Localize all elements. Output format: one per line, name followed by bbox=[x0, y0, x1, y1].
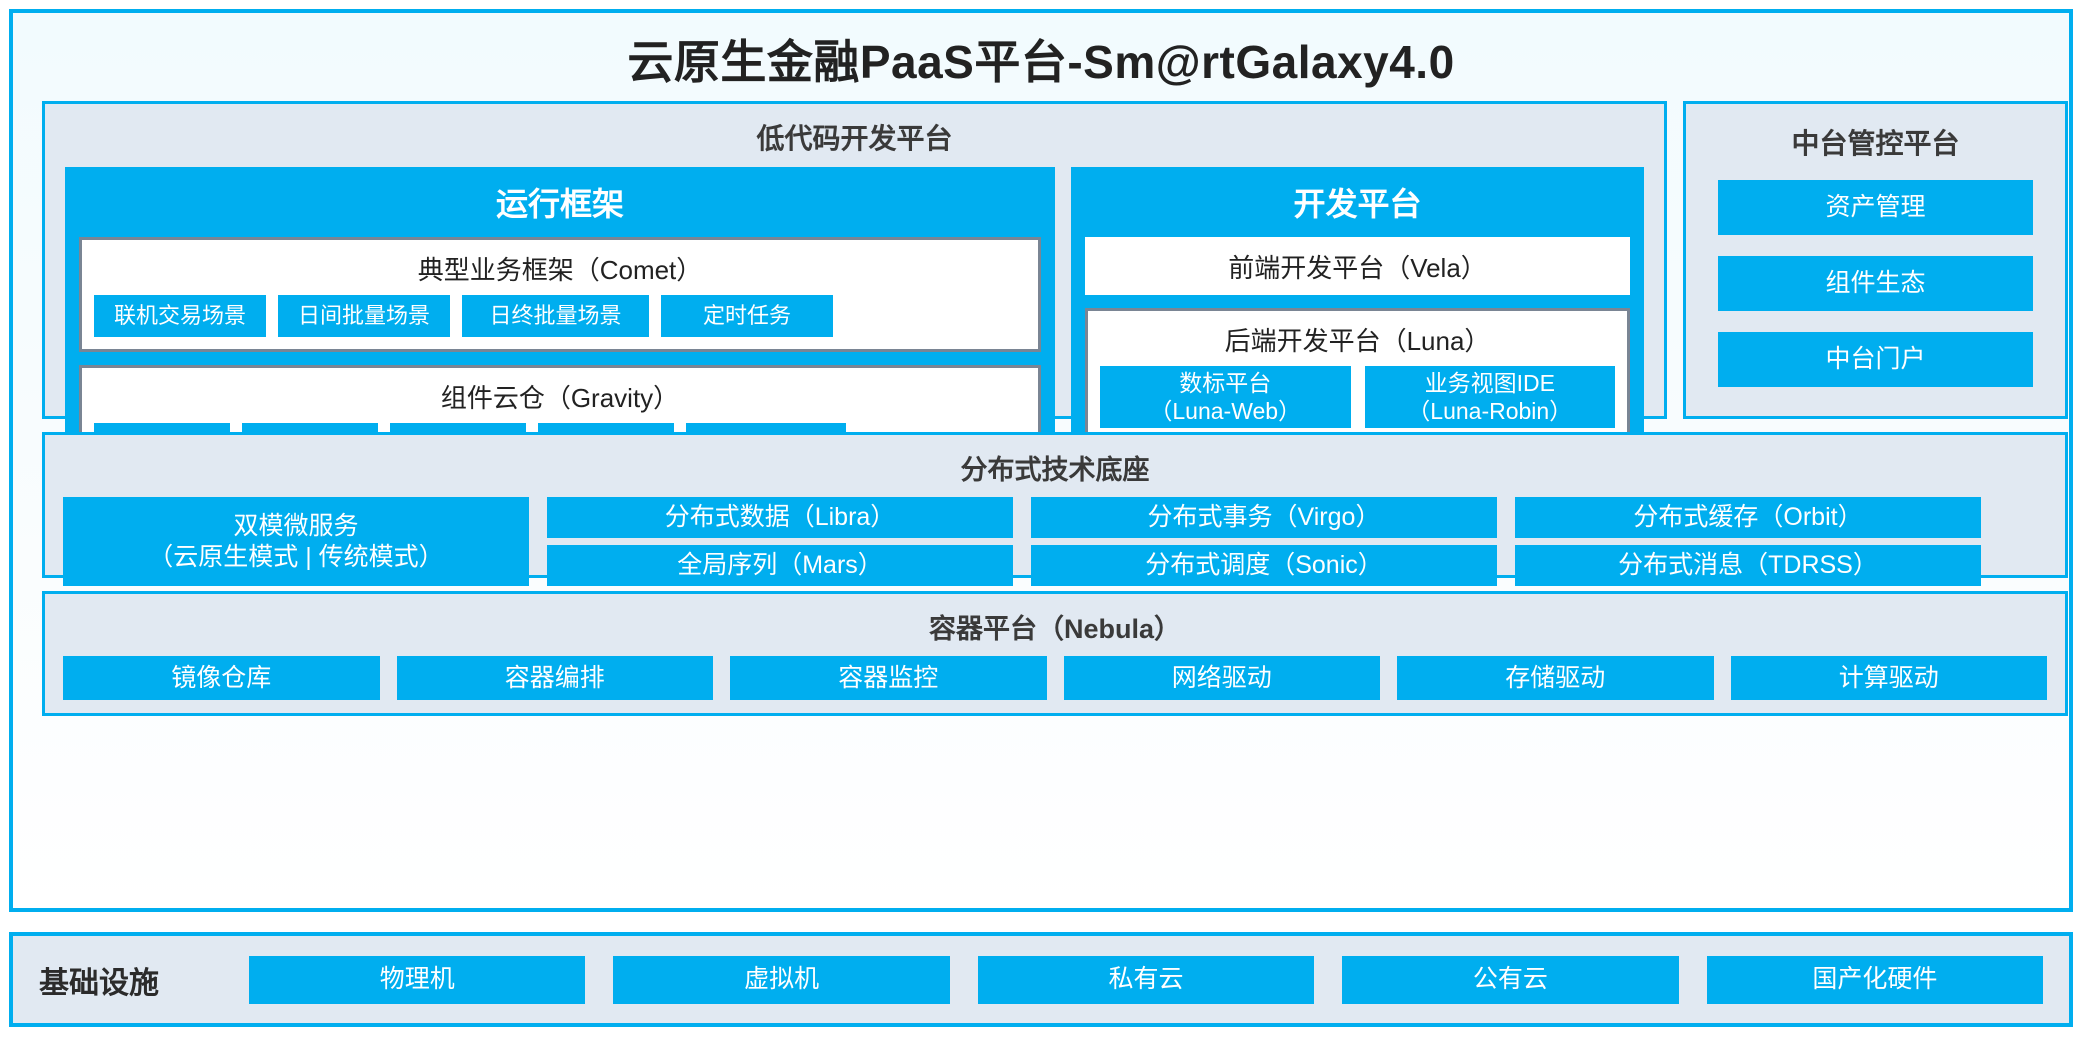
comet-title: 典型业务框架（Comet） bbox=[417, 255, 703, 285]
comet-item[interactable]: 联机交易场景 bbox=[94, 295, 266, 337]
infrastructure-item-public-cloud[interactable]: 公有云 bbox=[1342, 955, 1679, 1004]
infrastructure-item-physical-machine[interactable]: 物理机 bbox=[249, 955, 586, 1004]
container-item-orchestration[interactable]: 容器编排 bbox=[396, 656, 713, 700]
runtime-framework-title: 运行框架 bbox=[495, 186, 624, 222]
container-item-storage-driver[interactable]: 存储驱动 bbox=[1397, 656, 1714, 700]
frontend-platform-card[interactable]: 前端开发平台（Vela） bbox=[1085, 237, 1630, 295]
comet-items: 联机交易场景 日间批量场景 日终批量场景 定时任务 bbox=[82, 295, 1038, 349]
foundation-col-3: 分布式缓存（Orbit） 分布式消息（TDRSS） bbox=[1515, 497, 1981, 586]
foundation-col-microservice: 双模微服务 （云原生模式 | 传统模式） bbox=[63, 497, 529, 586]
infrastructure-label: 基础设施 bbox=[39, 966, 159, 1000]
comet-item[interactable]: 定时任务 bbox=[661, 295, 833, 337]
foundation-item-tdrss[interactable]: 分布式消息（TDRSS） bbox=[1515, 545, 1981, 586]
backend-platform-title: 后端开发平台（Luna） bbox=[1224, 326, 1491, 356]
platform-card: 云原生金融PaaS平台-Sm@rtGalaxy4.0 低代码开发平台 运行框架 … bbox=[9, 9, 2073, 912]
dev-platform-title: 开发平台 bbox=[1293, 186, 1422, 222]
container-platform-panel: 容器平台（Nebula） 镜像仓库 容器编排 容器监控 网络驱动 存储驱动 计算… bbox=[42, 591, 2068, 716]
infrastructure-panel: 基础设施 物理机 虚拟机 私有云 公有云 国产化硬件 bbox=[9, 932, 2073, 1027]
lowcode-platform-panel: 低代码开发平台 运行框架 典型业务框架（Comet） 联机交易场景 日间批量场景… bbox=[42, 101, 1667, 496]
container-item-monitoring[interactable]: 容器监控 bbox=[730, 656, 1047, 700]
gravity-title: 组件云仓（Gravity） bbox=[440, 383, 680, 413]
container-item-image-registry[interactable]: 镜像仓库 bbox=[63, 656, 380, 700]
foundation-item-virgo[interactable]: 分布式事务（Virgo） bbox=[1031, 497, 1497, 538]
backend-item-luna-robin[interactable]: 业务视图IDE （Luna-Robin） bbox=[1364, 366, 1615, 428]
backend-item-luna-web[interactable]: 数标平台 （Luna-Web） bbox=[1100, 366, 1351, 428]
page-title: 云原生金融PaaS平台-Sm@rtGalaxy4.0 bbox=[627, 36, 1455, 88]
control-platform-items: 资产管理 组件生态 中台门户 bbox=[1686, 172, 2065, 387]
container-item-compute-driver[interactable]: 计算驱动 bbox=[1730, 656, 2047, 700]
container-platform-items: 镜像仓库 容器编排 容器监控 网络驱动 存储驱动 计算驱动 bbox=[45, 656, 2065, 714]
container-platform-title: 容器平台（Nebula） bbox=[928, 614, 1182, 644]
lowcode-platform-title: 低代码开发平台 bbox=[756, 123, 953, 154]
comet-item[interactable]: 日间批量场景 bbox=[278, 295, 450, 337]
infrastructure-item-domestic-hardware[interactable]: 国产化硬件 bbox=[1706, 955, 2044, 1004]
backend-platform-card: 后端开发平台（Luna） 数标平台 （Luna-Web） 业务视图IDE （Lu… bbox=[1085, 308, 1630, 443]
infrastructure-items: 物理机 虚拟机 私有云 公有云 国产化硬件 bbox=[249, 955, 2044, 1004]
control-item-portal[interactable]: 中台门户 bbox=[1718, 332, 2033, 387]
distributed-foundation-title: 分布式技术底座 bbox=[960, 455, 1150, 485]
control-platform-title: 中台管控平台 bbox=[1791, 128, 1960, 159]
foundation-item-mars[interactable]: 全局序列（Mars） bbox=[547, 545, 1013, 586]
distributed-foundation-panel: 分布式技术底座 双模微服务 （云原生模式 | 传统模式） 分布式数据（Libra… bbox=[42, 432, 2068, 586]
foundation-item-libra[interactable]: 分布式数据（Libra） bbox=[547, 497, 1013, 538]
control-platform-panel: 中台管控平台 资产管理 组件生态 中台门户 bbox=[1683, 101, 2068, 419]
backend-items: 数标平台 （Luna-Web） 业务视图IDE （Luna-Robin） bbox=[1088, 366, 1627, 440]
comet-card: 典型业务框架（Comet） 联机交易场景 日间批量场景 日终批量场景 定时任务 bbox=[79, 237, 1041, 352]
foundation-col-2: 分布式事务（Virgo） 分布式调度（Sonic） bbox=[1031, 497, 1497, 586]
foundation-col-1: 分布式数据（Libra） 全局序列（Mars） bbox=[547, 497, 1013, 586]
infrastructure-item-private-cloud[interactable]: 私有云 bbox=[977, 955, 1315, 1004]
foundation-item-microservice[interactable]: 双模微服务 （云原生模式 | 传统模式） bbox=[63, 497, 529, 586]
frontend-platform-label: 前端开发平台（Vela） bbox=[1228, 252, 1487, 283]
control-item-asset-management[interactable]: 资产管理 bbox=[1718, 180, 2033, 235]
foundation-item-sonic[interactable]: 分布式调度（Sonic） bbox=[1031, 545, 1497, 586]
container-item-network-driver[interactable]: 网络驱动 bbox=[1063, 656, 1380, 700]
infrastructure-item-virtual-machine[interactable]: 虚拟机 bbox=[613, 955, 950, 1004]
control-item-component-ecosystem[interactable]: 组件生态 bbox=[1718, 256, 2033, 311]
foundation-item-orbit[interactable]: 分布式缓存（Orbit） bbox=[1515, 497, 1981, 538]
comet-item[interactable]: 日终批量场景 bbox=[462, 295, 649, 337]
